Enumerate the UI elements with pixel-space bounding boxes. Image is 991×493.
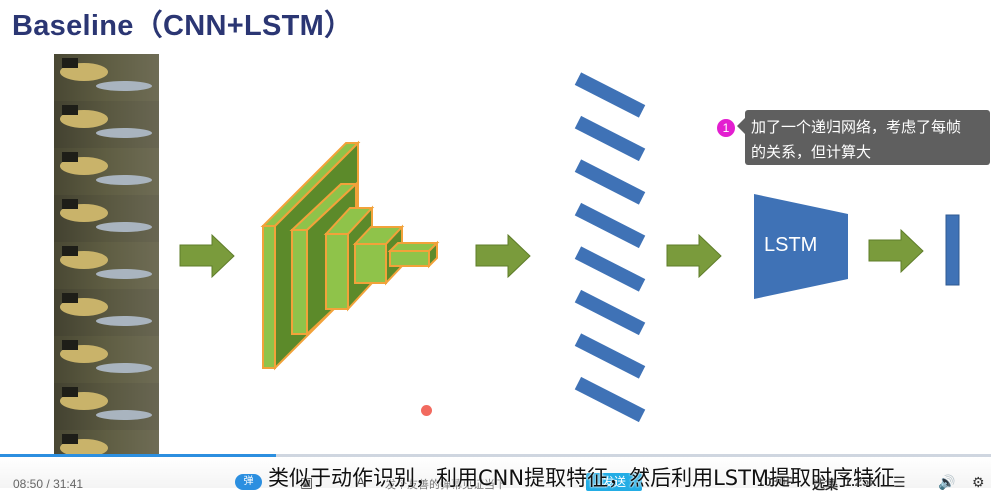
cnn-layer-5 <box>387 240 440 269</box>
feature-vector <box>574 115 646 162</box>
annotation-line-1: 加了一个递归网络，考虑了每帧 <box>751 118 962 136</box>
video-frame <box>54 148 159 195</box>
feature-vector <box>574 202 646 249</box>
feature-vector <box>574 289 646 336</box>
danmu-list-icon[interactable]: ☰ <box>893 474 906 490</box>
arrow-to-lstm <box>666 233 722 279</box>
video-frame <box>54 383 159 430</box>
video-frame <box>54 101 159 148</box>
output-bar <box>945 214 960 286</box>
annotation-bubble: 加了一个递归网络，考虑了每帧 的关系，但计算大 <box>745 110 990 165</box>
feature-vector <box>574 246 646 292</box>
video-frame <box>54 54 159 101</box>
current-time: 08:50 <box>13 477 44 491</box>
feature-vector <box>574 72 646 118</box>
lstm-label: LSTM <box>764 234 818 256</box>
feature-vector <box>574 376 646 423</box>
settings-icon[interactable]: ⚙ <box>972 474 985 490</box>
speed-button[interactable]: 1.25x <box>844 474 877 489</box>
arrow-to-features <box>475 233 531 279</box>
video-frame <box>54 336 159 383</box>
annotation-badge[interactable]: 1 <box>716 118 736 138</box>
arrow-to-output <box>868 228 924 274</box>
slide-title: Baseline（CNN+LSTM） <box>12 10 354 42</box>
video-frame <box>54 289 159 336</box>
cnn-block <box>260 140 440 371</box>
volume-icon[interactable]: 🔊 <box>938 474 956 490</box>
video-subtitle: 类似于动作识别，利用CNN提取特征，然后利用LSTM提取时序特征 <box>268 466 896 490</box>
font-icon[interactable]: A <box>356 474 366 490</box>
progress-bar[interactable] <box>0 454 991 457</box>
feature-vector <box>574 333 646 379</box>
annotation-tail <box>737 118 745 134</box>
video-frame <box>54 242 159 289</box>
arrow-to-cnn <box>179 233 235 279</box>
cursor-dot <box>421 405 432 416</box>
time-separator: / <box>46 477 50 491</box>
danmu-settings-icon[interactable]: ▣ <box>300 474 314 490</box>
send-button[interactable]: 发送 <box>586 473 642 491</box>
feature-vector <box>574 159 646 205</box>
annotation-line-2: 的关系，但计算大 <box>751 143 872 161</box>
danmu-toggle-button[interactable]: 弹 <box>235 474 262 490</box>
quality-button[interactable]: 1080P <box>757 474 795 489</box>
lstm-block <box>754 194 848 299</box>
time-display: 08:50 / 31:41 <box>13 477 83 491</box>
feature-vectors <box>574 72 646 423</box>
progress-fill <box>0 454 277 457</box>
duration: 31:41 <box>53 477 84 491</box>
video-frame <box>54 195 159 242</box>
